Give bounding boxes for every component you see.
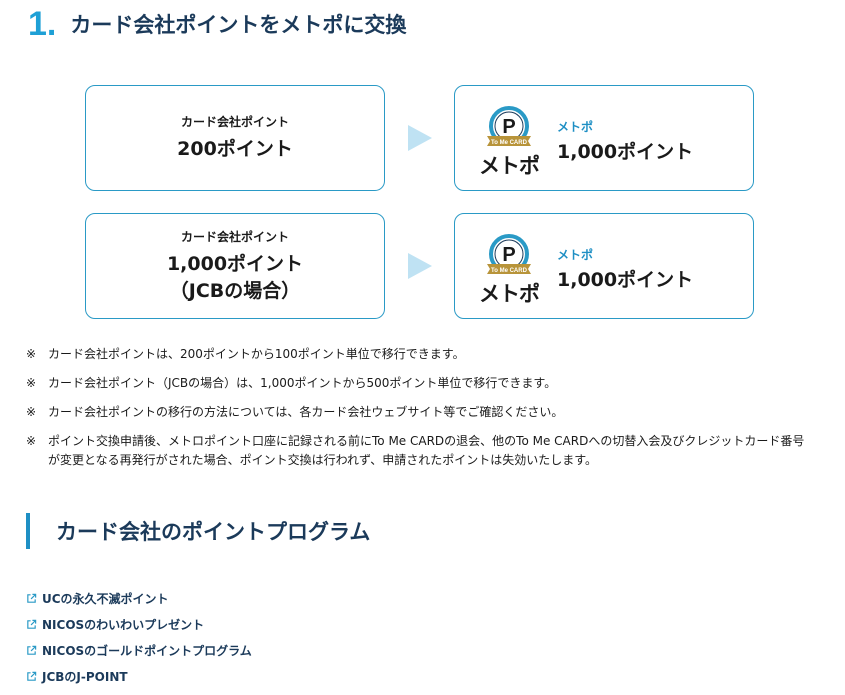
- metopo-logo-icon: P To Me CARD メトポ: [477, 104, 541, 178]
- notes-list: ※ カード会社ポイントは、200ポイントから100ポイント単位で移行できます。 …: [26, 345, 816, 480]
- target-amount: 1,000ポイント: [557, 141, 694, 163]
- source-note: （JCBの場合）: [169, 279, 301, 302]
- triangle-right-icon: [408, 125, 432, 151]
- link-jcb-jpoint[interactable]: JCBのJ-POINT: [26, 663, 252, 689]
- step-heading: 1. カード会社ポイントをメトポに交換: [28, 4, 406, 44]
- external-link-icon: [27, 593, 37, 603]
- link-nicos-gold[interactable]: NICOSのゴールドポイントプログラム: [26, 637, 252, 663]
- target-amount: 1,000ポイント: [557, 269, 694, 291]
- target-name: メトポ: [557, 120, 594, 134]
- note-item: ※ カード会社ポイント（JCBの場合）は、1,000ポイントから500ポイント単…: [26, 374, 816, 393]
- external-link-icon: [27, 671, 37, 681]
- exchange-source-box: カード会社ポイント 200ポイント: [85, 85, 385, 191]
- target-name: メトポ: [557, 248, 594, 262]
- link-label[interactable]: UCの永久不滅ポイント: [42, 591, 169, 606]
- note-text: カード会社ポイントは、200ポイントから100ポイント単位で移行できます。: [48, 347, 465, 361]
- note-item: ※ カード会社ポイントは、200ポイントから100ポイント単位で移行できます。: [26, 345, 816, 364]
- exchange-target-box: P To Me CARD メトポ メトポ 1,000ポイント: [454, 85, 754, 191]
- step-title: カード会社ポイントをメトポに交換: [70, 13, 407, 37]
- triangle-right-icon: [408, 253, 432, 279]
- program-links: UCの永久不滅ポイント NICOSのわいわいプレゼント NICOSのゴールドポイ…: [26, 585, 252, 689]
- source-label: カード会社ポイント: [180, 229, 289, 244]
- exchange-source-box: カード会社ポイント 1,000ポイント （JCBの場合）: [85, 213, 385, 319]
- external-link-icon: [27, 645, 37, 655]
- note-mark: ※: [26, 405, 37, 419]
- exchange-target-box: P To Me CARD メトポ メトポ 1,000ポイント: [454, 213, 754, 319]
- note-item: ※ カード会社ポイントの移行の方法については、各カード会社ウェブサイト等でご確認…: [26, 403, 816, 422]
- note-mark: ※: [26, 347, 37, 361]
- logo-text: メトポ: [479, 154, 540, 178]
- section-title: カード会社のポイントプログラム: [26, 513, 370, 549]
- note-text: ポイント交換申請後、メトロポイント口座に記録される前にTo Me CARDの退会…: [48, 434, 805, 467]
- link-label[interactable]: NICOSのゴールドポイントプログラム: [42, 643, 252, 658]
- logo-badge-text: To Me CARD: [491, 268, 528, 274]
- note-mark: ※: [26, 376, 37, 390]
- logo-badge-text: To Me CARD: [491, 140, 528, 146]
- link-nicos-waiwai[interactable]: NICOSのわいわいプレゼント: [26, 611, 252, 637]
- note-mark: ※: [26, 434, 37, 448]
- link-uc-points[interactable]: UCの永久不滅ポイント: [26, 585, 252, 611]
- link-label[interactable]: NICOSのわいわいプレゼント: [42, 617, 205, 632]
- link-label[interactable]: JCBのJ-POINT: [42, 669, 128, 684]
- note-text: カード会社ポイント（JCBの場合）は、1,000ポイントから500ポイント単位で…: [48, 376, 557, 390]
- metopo-logo-icon: P To Me CARD メトポ: [477, 232, 541, 306]
- source-amount: 200ポイント: [177, 138, 293, 160]
- note-item: ※ ポイント交換申請後、メトロポイント口座に記録される前にTo Me CARDの…: [26, 432, 816, 470]
- step-number: 1.: [28, 4, 57, 43]
- note-text: カード会社ポイントの移行の方法については、各カード会社ウェブサイト等でご確認くだ…: [48, 405, 564, 419]
- source-label: カード会社ポイント: [180, 115, 289, 129]
- logo-text: メトポ: [479, 282, 540, 306]
- svg-text:P: P: [502, 244, 515, 266]
- svg-text:P: P: [502, 116, 515, 138]
- external-link-icon: [27, 619, 37, 629]
- source-amount: 1,000ポイント: [166, 252, 304, 275]
